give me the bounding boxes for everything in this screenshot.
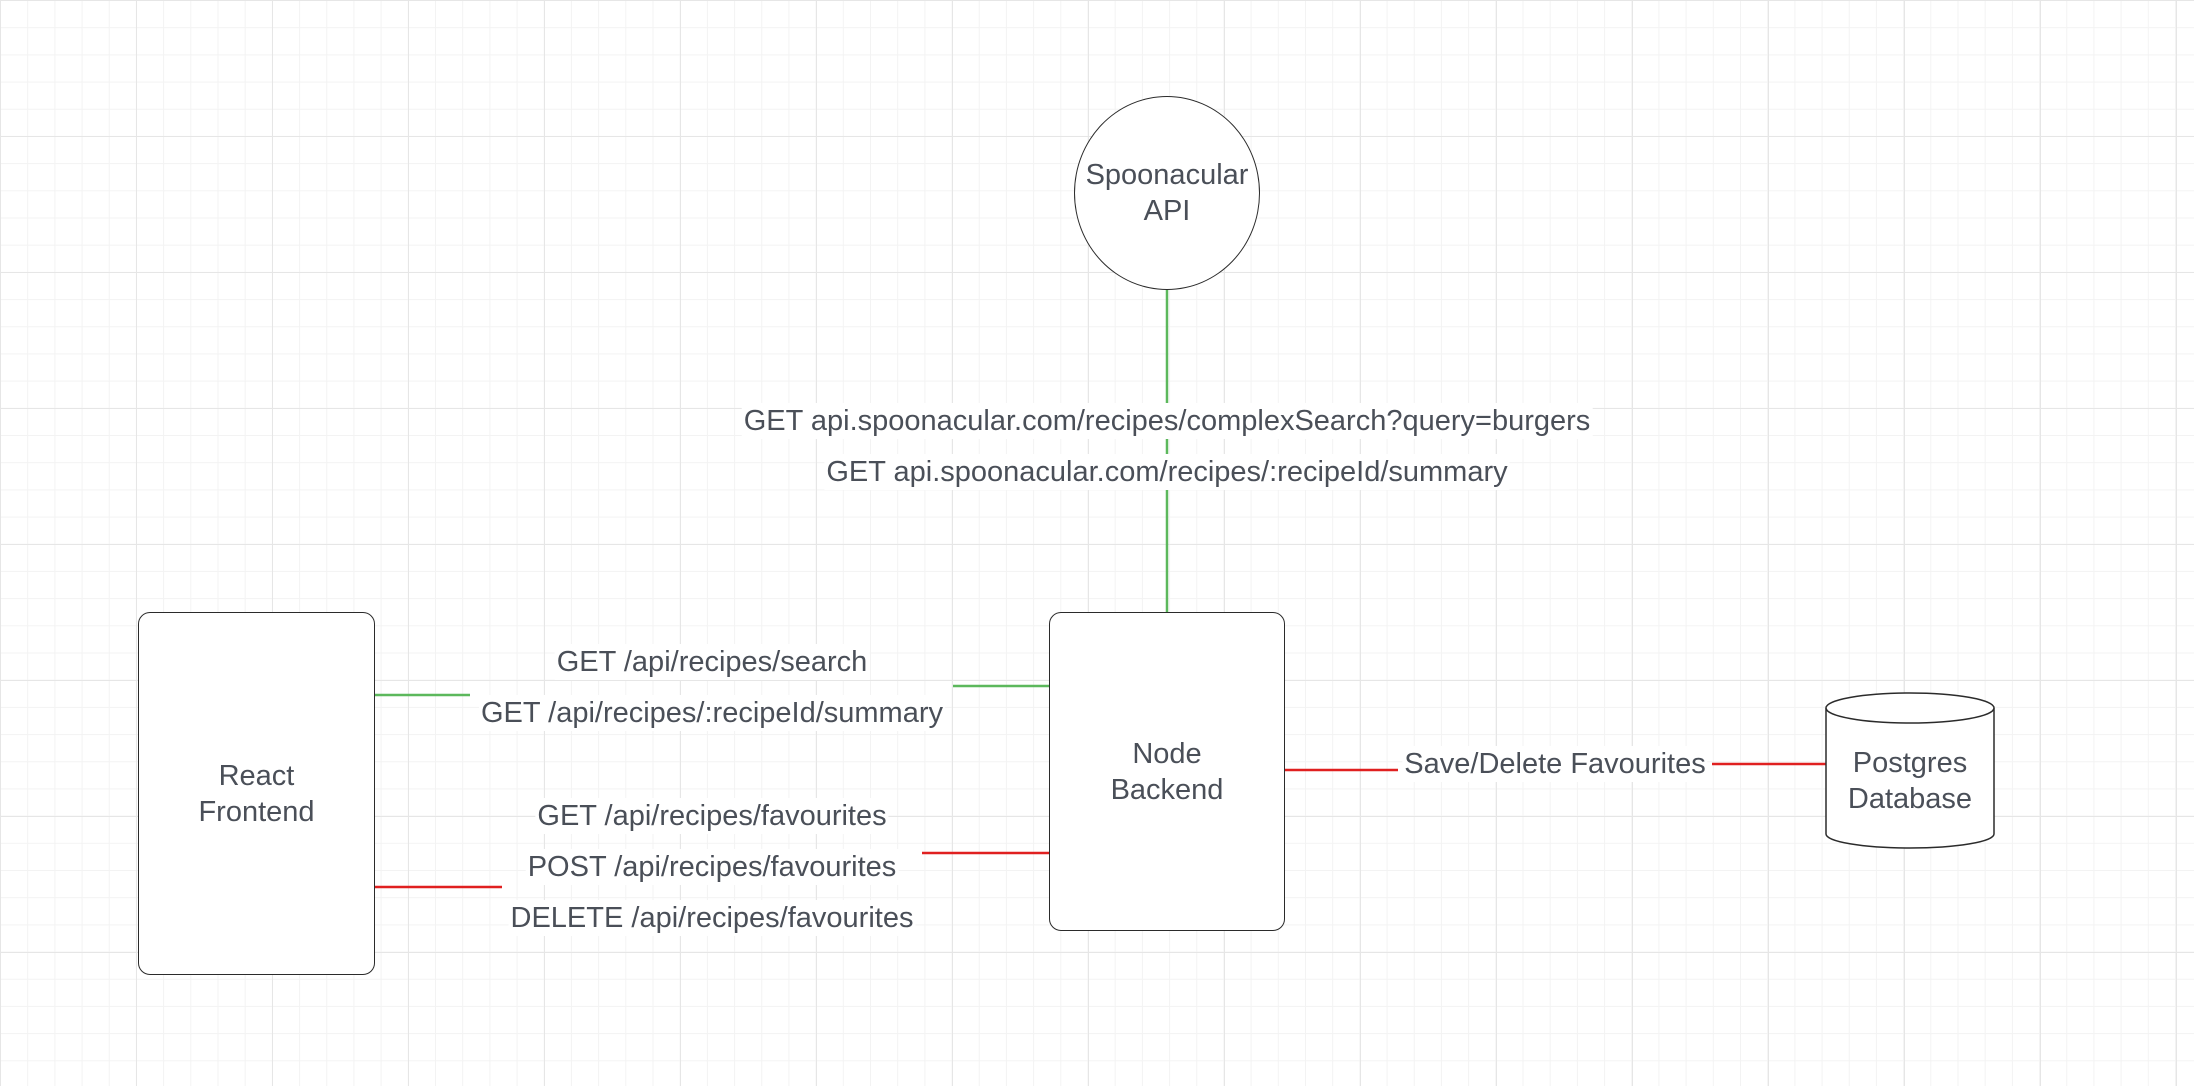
spoonacular-api-label: Spoonacular API (1085, 159, 1249, 227)
edge-label-get-favourites: GET /api/recipes/favourites (535, 798, 889, 834)
edge-label-save-delete-favourites: Save/Delete Favourites (1402, 746, 1708, 782)
edge-label-complex-search: GET api.spoonacular.com/recipes/complexS… (741, 403, 1593, 439)
spoonacular-api-node[interactable]: Spoonacular API (1074, 96, 1260, 290)
edge-label-api-search: GET /api/recipes/search (554, 644, 870, 680)
edge-label-delete-favourites: DELETE /api/recipes/favourites (508, 900, 916, 936)
edge-label-spoonacular-summary: GET api.spoonacular.com/recipes/:recipeI… (824, 454, 1510, 490)
edge-label-api-summary: GET /api/recipes/:recipeId/summary (478, 695, 946, 731)
node-backend-label: Node Backend (1110, 737, 1224, 806)
edge-label-post-favourites: POST /api/recipes/favourites (525, 849, 899, 885)
database-cylinder-icon[interactable] (1825, 692, 1995, 849)
react-frontend-node[interactable]: React Frontend (138, 612, 375, 975)
postgres-database-label: Postgres Database (1847, 747, 1973, 815)
react-frontend-label: React Frontend (198, 759, 315, 828)
node-backend-node[interactable]: Node Backend (1049, 612, 1285, 931)
